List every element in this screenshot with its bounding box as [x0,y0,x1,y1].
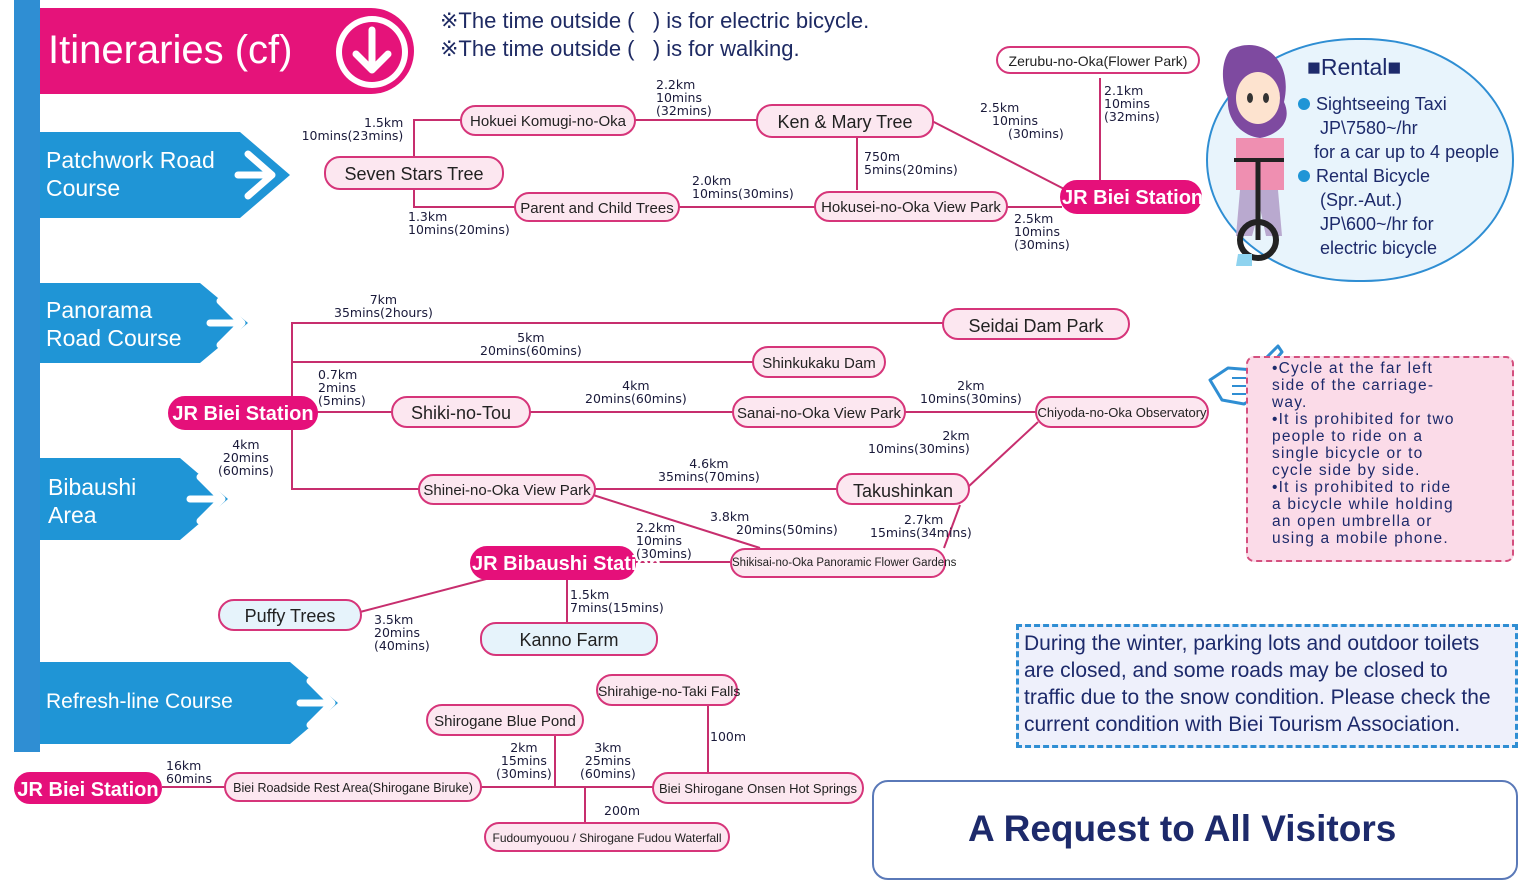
node-shinei[interactable]: Shinei-no-Oka View Park [418,474,596,505]
node-hokusei[interactable]: Hokusei-no-Oka View Park [814,191,1008,222]
node-biei-station-1[interactable]: JR Biei Station [1060,180,1203,214]
node-sanai[interactable]: Sanai-no-Oka View Park [732,396,906,428]
course-banner-panorama [40,283,248,363]
course-banner-refresh [40,662,338,744]
node-hokuei[interactable]: Hokuei Komugi-no-Oka [460,105,636,136]
node-shirahige[interactable]: Shirahige-no-Taki Falls [596,674,740,706]
note-walking: ※The time outside ( ) is for walking. [440,36,800,61]
note-electric: ※The time outside ( ) is for electric bi… [440,8,870,33]
node-kanno[interactable]: Kanno Farm [480,622,658,656]
winter-notice [1016,624,1518,748]
node-blue-pond[interactable]: Shirogane Blue Pond [426,704,584,736]
rules-panel [1246,356,1514,562]
node-chiyoda[interactable]: Chiyoda-no-Oka Observatory [1035,396,1209,428]
node-shinkukaku[interactable]: Shinkukaku Dam [752,346,886,378]
node-seven-stars[interactable]: Seven Stars Tree [324,156,504,190]
node-puffy[interactable]: Puffy Trees [218,599,362,631]
node-shikisai[interactable]: Shikisai-no-Oka Panoramic Flower Gardens [730,548,956,578]
request-title: A Request to All Visitors [968,808,1397,849]
node-onsen[interactable]: Biei Shirogane Onsen Hot Springs [652,772,864,804]
arrow-down-icon [336,16,408,88]
course-banner-patchwork [40,132,290,218]
cyclist-illustration [1222,45,1287,266]
node-roadside[interactable]: Biei Roadside Rest Area(Shirogane Biruke… [224,772,482,802]
node-zerubu[interactable]: Zerubu-no-Oka(Flower Park) [996,46,1200,74]
node-kenmary[interactable]: Ken & Mary Tree [756,104,934,138]
winter-text: During the winter, parking lots and outd… [1024,632,1491,736]
course-banner-bibaushi [40,458,228,540]
course-refresh: Refresh-line Course [46,690,233,713]
taxi-bullet-icon [1298,98,1310,110]
node-biei-station-2[interactable]: JR Biei Station [168,396,318,430]
node-seidai[interactable]: Seidai Dam Park [942,308,1130,340]
node-biei-station-3[interactable]: JR Biei Station [14,772,162,804]
node-shiki[interactable]: Shiki-no-Tou [391,396,531,428]
node-fudou[interactable]: Fudoumyouou / Shirogane Fudou Waterfall [484,822,730,852]
node-parent-child[interactable]: Parent and Child Trees [514,192,680,222]
page-title: Itineraries (cf) [48,28,293,72]
rental-taxi: Sightseeing Taxi JP\7580~/hr for a car u… [1298,92,1499,260]
label-onsen-fudou: 200m [604,803,641,818]
bike-bullet-icon [1298,170,1310,182]
route-lines [162,78,1101,822]
node-bibaushi-station[interactable]: JR Bibaushi Station [470,546,661,580]
rental-title: ■Rental■ [1307,54,1402,80]
node-takushinkan[interactable]: Takushinkan [836,473,970,505]
label-falls-onsen: 100m [710,729,747,744]
left-rail [14,0,40,752]
